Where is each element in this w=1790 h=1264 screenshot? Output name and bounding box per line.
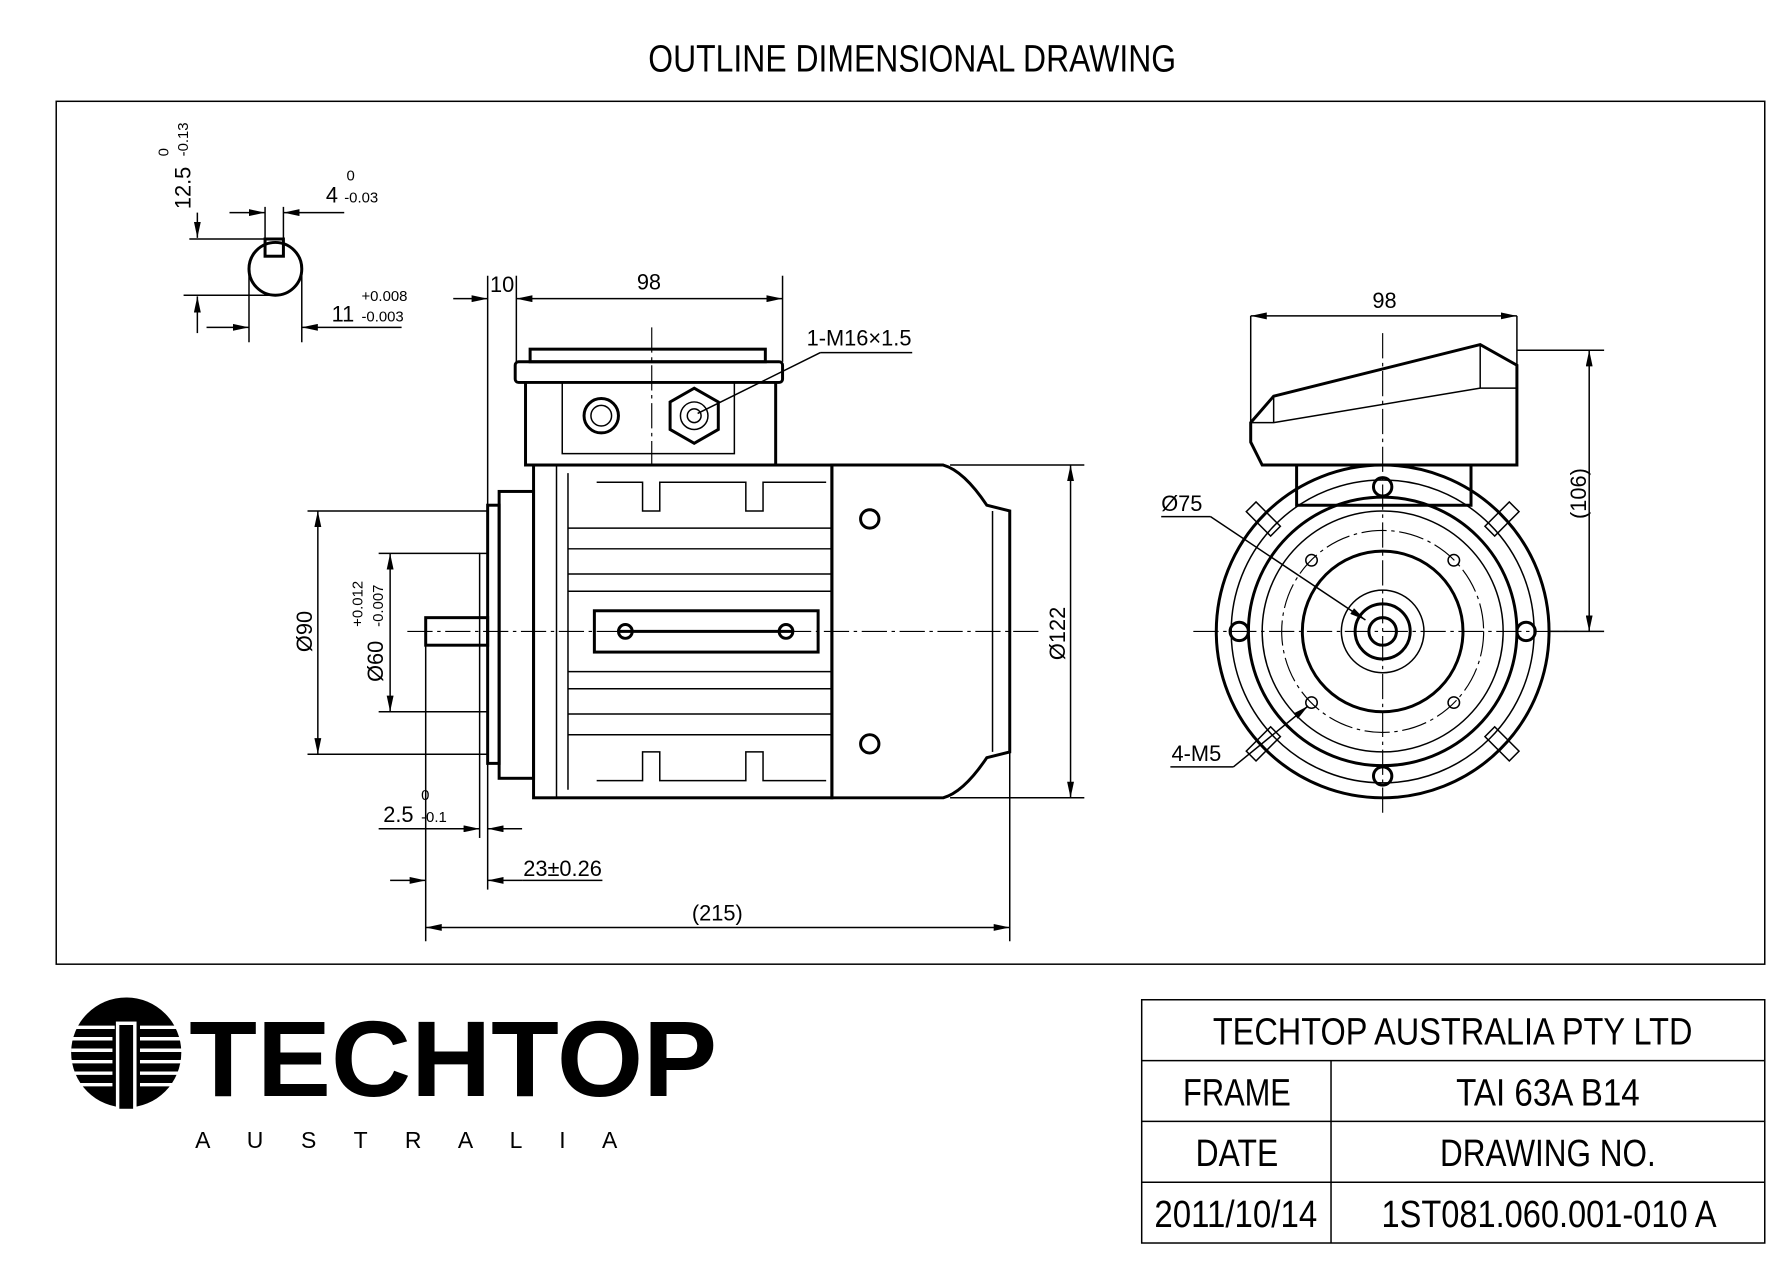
holes-4-m5-label: 4-M5 <box>1172 741 1222 766</box>
logo-wordmark: TECHTOP <box>189 998 717 1119</box>
title-block: TECHTOP AUSTRALIA PTY LTD FRAME TAI 63A … <box>1140 999 1766 1244</box>
dia-90-label: Ø90 <box>292 611 317 652</box>
techtop-logo: TECHTOP A U S T R A L I A <box>71 997 717 1153</box>
cable-gland-label: 1-M16×1.5 <box>807 326 912 351</box>
drawing-frame <box>55 100 1766 965</box>
side-dim-98: 98 <box>637 269 661 294</box>
shaft-key-section: 12.5 0 -0.13 4 0 -0.03 11 +0.008 -0.003 <box>157 122 407 343</box>
company-name: TECHTOP AUSTRALIA PTY LTD <box>1213 1012 1693 1054</box>
key-depth-label: 12.5 <box>170 167 195 209</box>
dim-215-label: (215) <box>692 901 743 926</box>
logo-subtitle: A U S T R A L I A <box>195 1127 618 1153</box>
key-width-label: 4 <box>326 182 338 207</box>
drawing-no-value: 1ST081.060.001-010 A <box>1382 1194 1718 1236</box>
dia-60-label: Ø60 <box>363 641 388 682</box>
dim-23-label: 23±0.26 <box>523 856 602 881</box>
date-label: DATE <box>1196 1133 1279 1175</box>
dim-2-5-tol-lower: -0.1 <box>421 810 447 826</box>
shaft-dia-tol-lower: -0.003 <box>361 310 403 326</box>
front-dim-98: 98 <box>1372 288 1396 313</box>
front-view: 98 (106) Ø75 4-M5 <box>1161 288 1605 816</box>
key-depth-tol-upper: 0 <box>157 148 173 156</box>
key-depth-tol-lower: -0.13 <box>176 122 192 156</box>
dim-2-5-label: 2.5 <box>383 802 413 827</box>
dia-60-tol-lower: -0.007 <box>371 585 387 627</box>
dia-60-tol-upper: +0.012 <box>351 581 367 627</box>
drawing-title: OUTLINE DIMENSIONAL DRAWING <box>648 38 1176 80</box>
shaft-dia-tol-upper: +0.008 <box>361 289 407 305</box>
frame-label: FRAME <box>1183 1072 1291 1114</box>
side-view: 10 98 1-M16×1.5 Ø90 Ø60 +0.012 -0.007 Ø1… <box>292 269 1085 942</box>
dim-106-label: (106) <box>1566 468 1591 519</box>
techtop-emblem-icon <box>71 997 184 1109</box>
side-dim-10: 10 <box>490 272 514 297</box>
dia-122-label: Ø122 <box>1045 607 1070 660</box>
frame-value: TAI 63A B14 <box>1456 1072 1640 1114</box>
date-value: 2011/10/14 <box>1154 1194 1317 1236</box>
dia-75-label: Ø75 <box>1161 491 1202 516</box>
key-width-tol-lower: -0.03 <box>344 190 378 206</box>
drawing-no-label: DRAWING NO. <box>1440 1133 1656 1175</box>
shaft-dia-label: 11 <box>332 302 355 327</box>
dim-2-5-tol-upper: 0 <box>421 788 429 804</box>
key-width-tol-upper: 0 <box>347 168 355 184</box>
